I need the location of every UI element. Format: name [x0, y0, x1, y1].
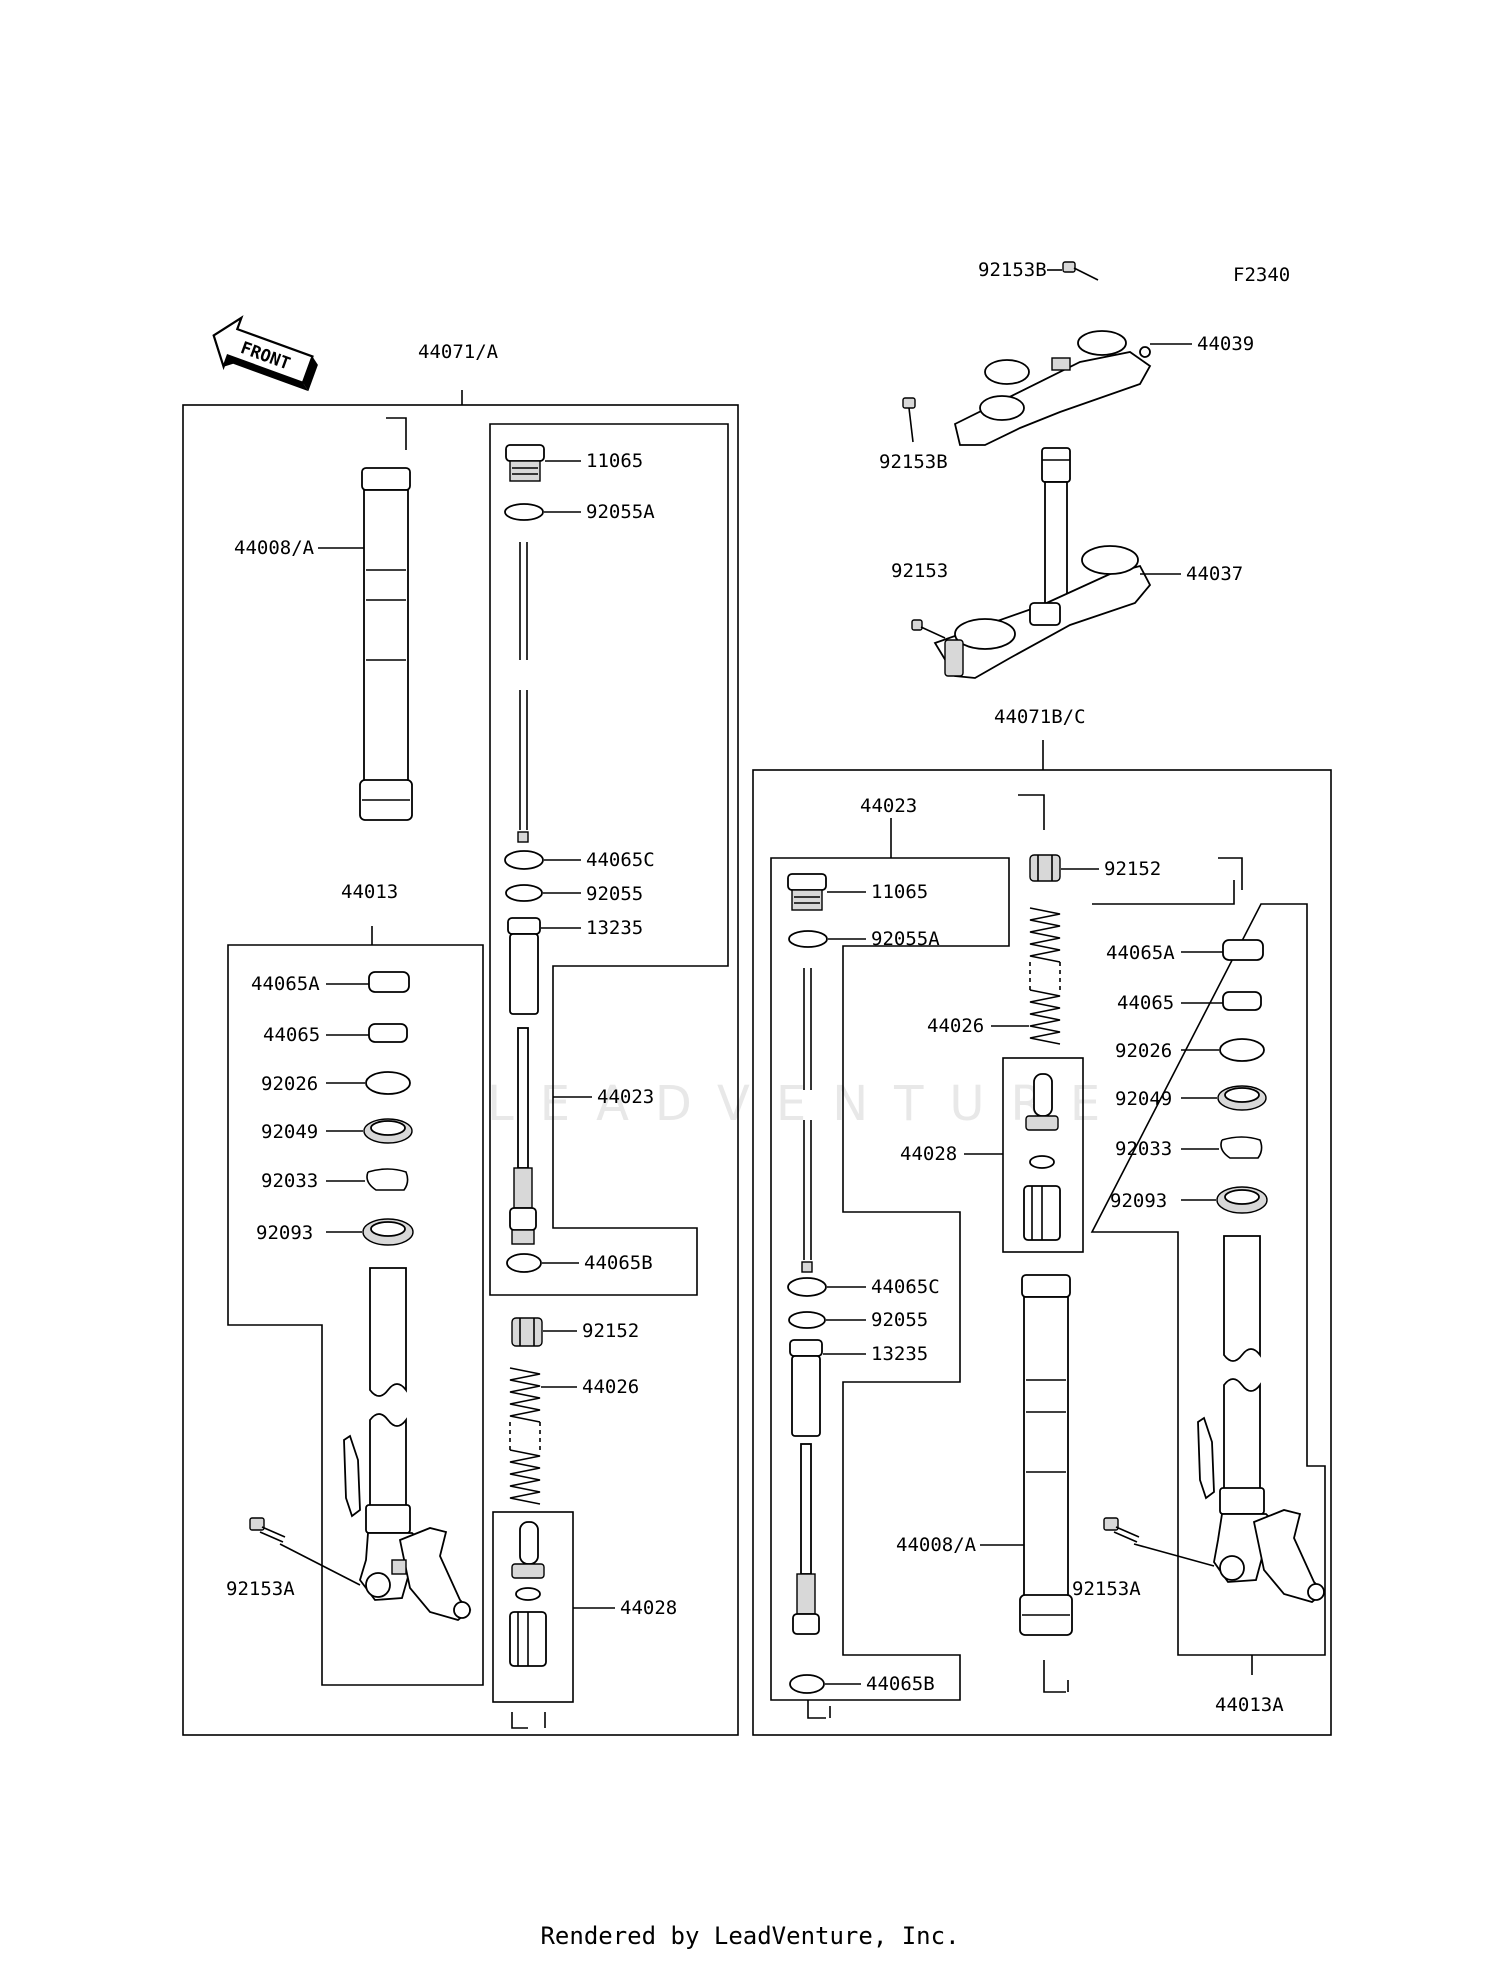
label-92055-right: 92055	[871, 1309, 928, 1331]
spring-seat-frame-left	[492, 1511, 574, 1703]
label-92026-left: 92026	[261, 1073, 318, 1095]
bolt-92153b-mid	[902, 397, 916, 443]
label-11065-right: 11065	[871, 881, 928, 903]
bolt-92153	[911, 619, 946, 639]
cap-bolt-11065-left	[505, 444, 545, 482]
cartridge-rod-left	[509, 1027, 537, 1245]
label-44013: 44013	[341, 881, 398, 903]
label-44026-right: 44026	[927, 1015, 984, 1037]
spring-44026-left	[509, 1367, 541, 1505]
label-44037: 44037	[1186, 563, 1243, 585]
footer-credit: Rendered by LeadVenture, Inc.	[540, 1922, 960, 1950]
stem-44037	[933, 447, 1152, 679]
label-92152-left: 92152	[582, 1320, 639, 1342]
clip-92033-right	[1220, 1136, 1263, 1159]
spring-seat-44028-left	[509, 1521, 547, 1729]
clip-92033-left	[366, 1168, 409, 1191]
damper-cartridge-frame-left	[489, 423, 729, 1296]
label-92093-right: 92093	[1110, 1190, 1167, 1212]
top-clamp-44039	[953, 330, 1152, 446]
label-44071bc: 44071B/C	[994, 706, 1086, 728]
label-44008a-left: 44008/A	[234, 537, 315, 559]
seal-92049-left	[363, 1118, 413, 1144]
inner-tube-frame-right	[1090, 880, 1326, 1656]
left-assembly-frame	[182, 404, 739, 1736]
inner-tube-left	[343, 1267, 472, 1621]
label-44065c-left: 44065C	[586, 849, 655, 871]
label-44065a-right: 44065A	[1106, 942, 1175, 964]
bolt-92153a-right	[1103, 1517, 1140, 1543]
label-44065a-left: 44065A	[251, 973, 320, 995]
label-92033-left: 92033	[261, 1170, 318, 1192]
damper-rod-left	[517, 542, 529, 843]
label-92026-right: 92026	[1115, 1040, 1172, 1062]
watermark-text: LEADVENTURE	[487, 1076, 1126, 1132]
label-44028-left: 44028	[620, 1597, 677, 1619]
label-92153a-left: 92153A	[226, 1578, 295, 1600]
nut-92152-right	[1029, 854, 1061, 882]
label-11065-left: 11065	[586, 450, 643, 472]
label-92153b-top: 92153B	[978, 259, 1047, 281]
label-92055-left: 92055	[586, 883, 643, 905]
label-92049-right: 92049	[1115, 1088, 1172, 1110]
outer-tube-left	[359, 417, 413, 821]
label-92153a-right: 92153A	[1072, 1578, 1141, 1600]
damper-cartridge-frame-right	[770, 857, 1010, 1701]
label-44039: 44039	[1197, 333, 1254, 355]
label-92055a-right: 92055A	[871, 928, 940, 950]
damper-rod-right	[801, 968, 813, 1273]
label-44008a-right: 44008/A	[896, 1534, 977, 1556]
inner-tube-right	[1197, 1235, 1326, 1603]
outer-tube-right	[1019, 1274, 1073, 1693]
dust-seal-92093-right	[1216, 1186, 1268, 1214]
label-92049-left: 92049	[261, 1121, 318, 1143]
spring-seat-44028-right	[1023, 1073, 1061, 1241]
label-92153b-mid: 92153B	[879, 451, 948, 473]
inner-tube-frame-left	[227, 944, 484, 1686]
label-44065-right: 44065	[1117, 992, 1174, 1014]
nut-92152-left	[511, 1317, 543, 1347]
label-44023-right: 44023	[860, 795, 917, 817]
front-arrow-icon: FRONT	[212, 315, 318, 392]
label-44065b-left: 44065B	[584, 1252, 653, 1274]
label-92093-left: 92093	[256, 1222, 313, 1244]
bolt-92153b-top	[1062, 261, 1099, 281]
left-fork-assembly: 44071/A 44008/A 11065 92055A	[182, 341, 739, 1736]
spring-seat-frame-right	[1002, 1057, 1084, 1253]
label-92152-right: 92152	[1104, 858, 1161, 880]
right-assembly-frame	[752, 769, 1332, 1736]
label-13235-right: 13235	[871, 1343, 928, 1365]
right-fork-assembly: 44071B/C 44023 11065 92055A 44065C 92055	[752, 706, 1332, 1736]
label-13235-left: 13235	[586, 917, 643, 939]
cartridge-rod-right	[792, 1443, 820, 1635]
label-44065c-right: 44065C	[871, 1276, 940, 1298]
bolt-92153a-left	[249, 1517, 286, 1543]
label-44026-left: 44026	[582, 1376, 639, 1398]
diagram-code: F2340	[1233, 264, 1290, 286]
label-92055a-left: 92055A	[586, 501, 655, 523]
label-44023-left: 44023	[597, 1086, 654, 1108]
dust-seal-92093-left	[362, 1218, 414, 1246]
cap-bolt-11065-right	[787, 873, 827, 911]
label-44065-left: 44065	[263, 1024, 320, 1046]
label-44065b-right: 44065B	[866, 1673, 935, 1695]
piston-holder-13235-left	[507, 917, 541, 1015]
label-44028-right: 44028	[900, 1143, 957, 1165]
spring-44026-right	[1029, 907, 1061, 1045]
piston-holder-13235-right	[789, 1339, 823, 1437]
label-92033-right: 92033	[1115, 1138, 1172, 1160]
label-44071a: 44071/A	[418, 341, 499, 363]
seal-92049-right	[1217, 1085, 1267, 1111]
label-92153: 92153	[891, 560, 948, 582]
label-44013a: 44013A	[1215, 1694, 1284, 1716]
